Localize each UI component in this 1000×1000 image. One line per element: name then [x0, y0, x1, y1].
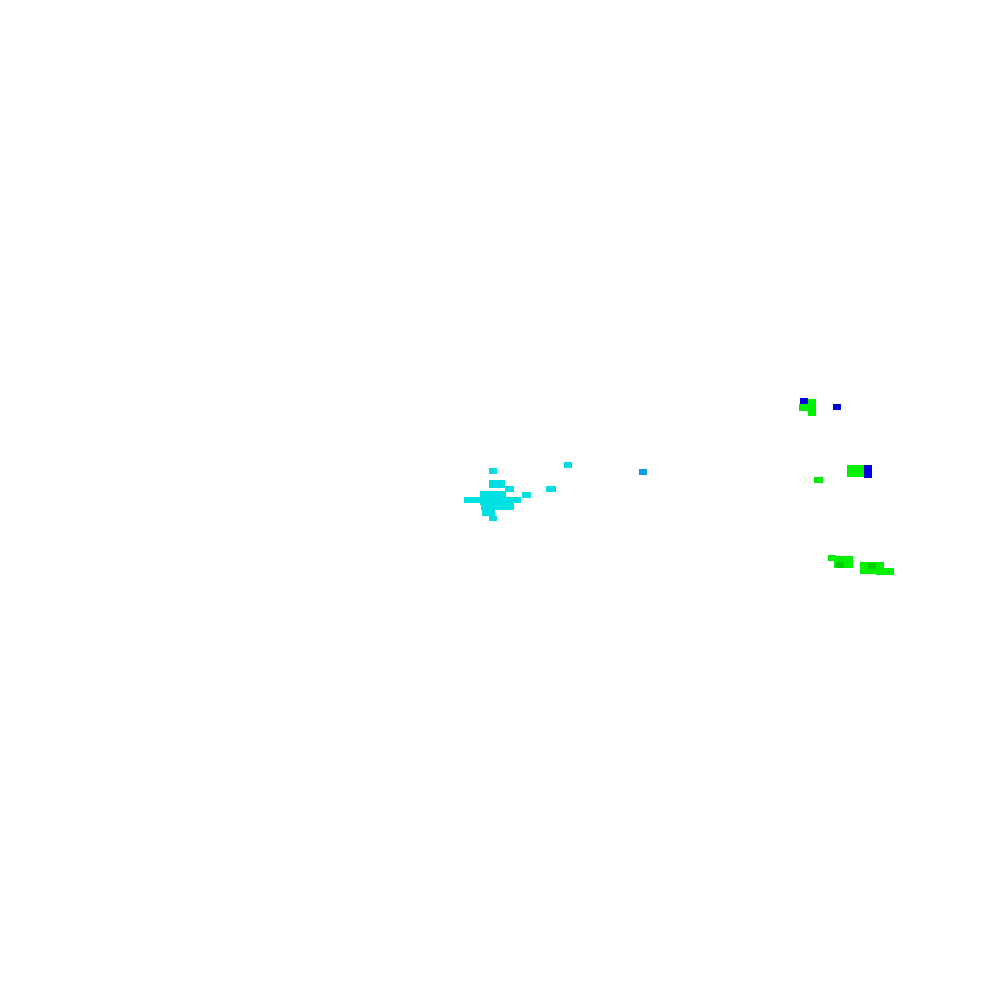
lower-green-cluster-shade-pixel	[836, 562, 844, 568]
blue-dots-pixel	[800, 398, 808, 404]
blue-dots-pixel	[864, 465, 872, 478]
sky-blue-dot-pixel	[639, 469, 647, 475]
cyan-cluster-pixel	[481, 503, 514, 510]
blue-dots-pixel	[833, 404, 841, 410]
cyan-cluster-pixel	[489, 468, 497, 474]
cyan-cluster-pixel	[522, 492, 531, 498]
upper-green-cluster-pixel	[808, 399, 816, 416]
cyan-cluster-pixel	[489, 480, 505, 488]
cyan-cluster-pixel	[489, 516, 497, 521]
upper-green-cluster-pixel	[814, 477, 823, 483]
cyan-cluster-pixel	[505, 486, 514, 492]
lower-green-cluster-pixel	[876, 568, 894, 575]
lower-green-cluster-pixel	[828, 555, 836, 561]
cyan-cluster-pixel	[482, 510, 495, 516]
upper-green-cluster-pixel	[847, 465, 865, 477]
cyan-cluster-pixel	[546, 486, 556, 492]
cyan-cluster-pixel	[480, 491, 506, 505]
lower-green-cluster-shade-pixel	[868, 563, 876, 569]
cyan-cluster-pixel	[564, 462, 572, 468]
upper-green-cluster-pixel	[799, 404, 816, 411]
